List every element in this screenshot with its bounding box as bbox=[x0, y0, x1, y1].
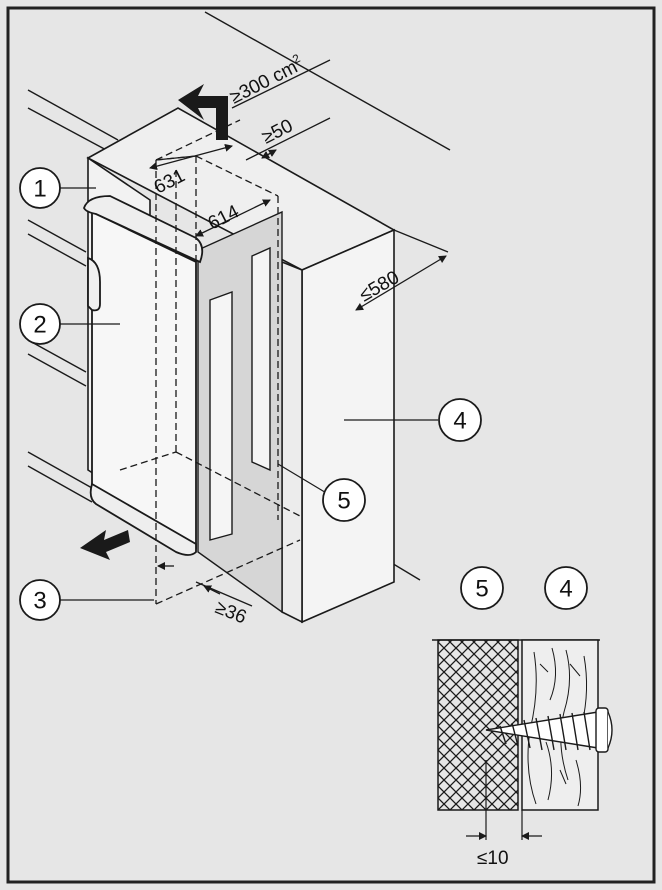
appliance-top-lid bbox=[83, 195, 204, 264]
niche-recess bbox=[197, 210, 283, 614]
callout-circles bbox=[19, 167, 588, 621]
callout-leaders bbox=[60, 187, 438, 601]
panel-crosshatch bbox=[437, 639, 519, 811]
dim-screw-depth: ≤10 bbox=[477, 848, 509, 869]
wood-grain bbox=[527, 647, 588, 807]
screw-depth-dimension bbox=[466, 760, 542, 840]
door-handle bbox=[87, 256, 101, 312]
callout-4-circle bbox=[438, 398, 482, 442]
callout-3-circle bbox=[19, 579, 61, 621]
callout-2: 2 bbox=[33, 312, 46, 339]
callout-5-circle bbox=[322, 478, 366, 522]
recess-strip-right bbox=[251, 246, 271, 472]
callout-5: 5 bbox=[337, 488, 350, 515]
diagram-frame bbox=[6, 6, 656, 884]
recess-strip-left bbox=[209, 291, 233, 541]
screw-detail: ≤10 bbox=[432, 639, 613, 869]
detail-callout-5: 5 bbox=[475, 576, 488, 603]
callout-2-circle bbox=[19, 303, 61, 345]
callout-1: 1 bbox=[33, 176, 46, 203]
callout-4: 4 bbox=[453, 408, 466, 435]
callout-1-circle bbox=[19, 167, 61, 209]
detail-callout-5-circle bbox=[460, 566, 504, 610]
screw-icon bbox=[485, 707, 613, 753]
detail-callout-4: 4 bbox=[559, 576, 572, 603]
callout-3: 3 bbox=[33, 588, 46, 615]
dimension-lines bbox=[149, 59, 449, 607]
niche-front-panel bbox=[281, 260, 303, 624]
vent-arrow-icon bbox=[178, 84, 228, 140]
air-intake-arrow-icon bbox=[80, 530, 130, 560]
appliance bbox=[83, 195, 204, 556]
appliance-base bbox=[89, 482, 197, 556]
dashed-outline bbox=[119, 119, 301, 605]
detail-callout-4-circle bbox=[544, 566, 588, 610]
